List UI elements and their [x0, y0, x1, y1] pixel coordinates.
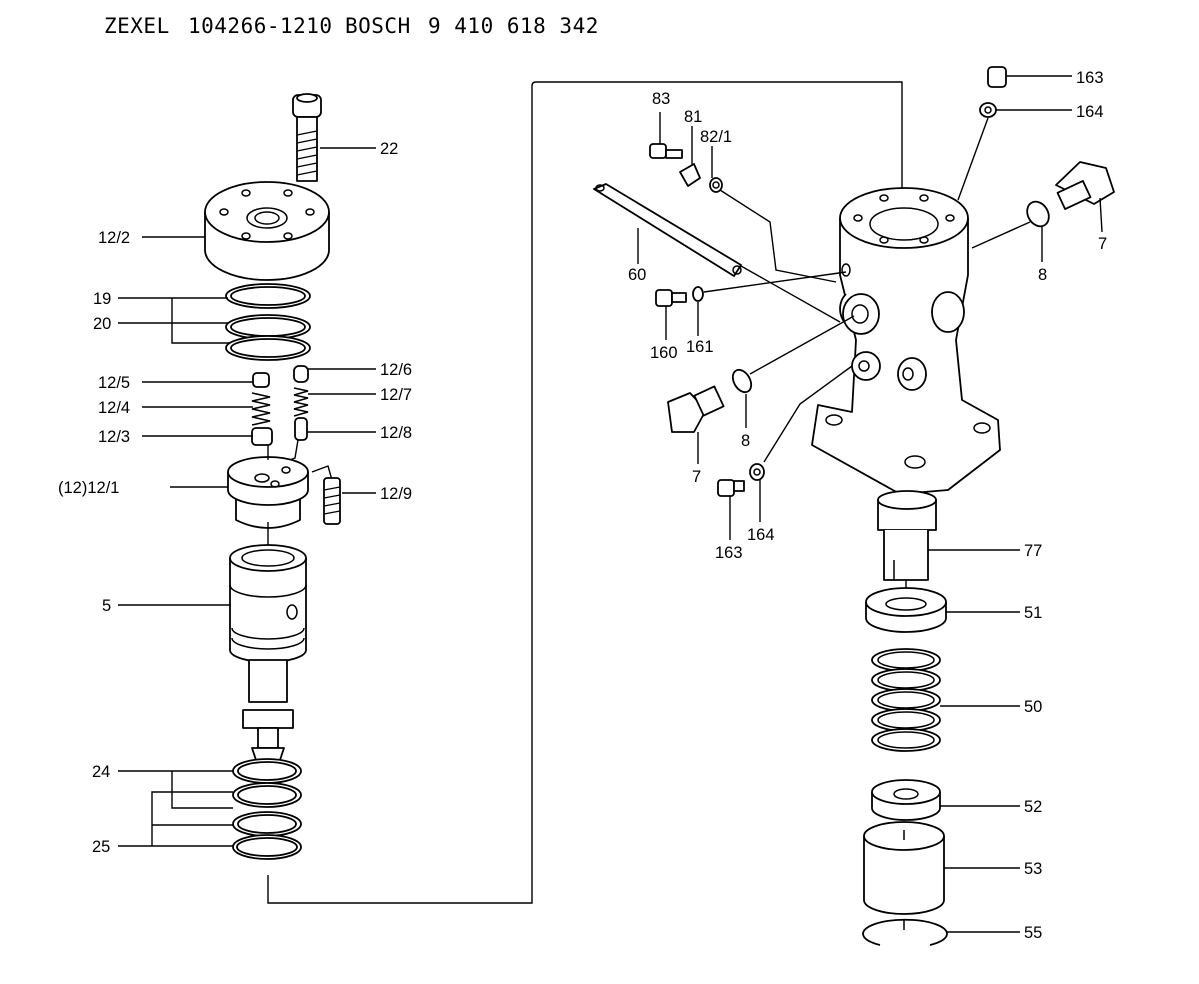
label-8-lower: 8: [741, 432, 750, 450]
assembly-connector-line: [267, 81, 903, 904]
part-12-5-valve-cap: [252, 372, 270, 388]
part-8-seal-upper: [1026, 200, 1050, 228]
part-12-3-valve-seat: [251, 427, 273, 446]
label-12-5: 12/5: [98, 374, 130, 392]
part-164-washer-upper: [979, 102, 997, 118]
leader-12-8-link: [289, 439, 299, 461]
label-20: 20: [93, 315, 111, 333]
label-12-3: 12/3: [98, 428, 130, 446]
part-12-2-flange: [204, 181, 330, 281]
label-77: 77: [1024, 542, 1042, 560]
header-zexel-number: 104266-1210: [188, 14, 333, 38]
label-60: 60: [628, 266, 646, 284]
label-161: 161: [686, 338, 714, 356]
label-12-4: 12/4: [98, 399, 130, 417]
pump-housing: [811, 187, 1001, 495]
label-12-2: 12/2: [98, 229, 130, 247]
label-19: 19: [93, 290, 111, 308]
part-82-1-washer: [709, 177, 723, 193]
label-52: 52: [1024, 798, 1042, 816]
part-7-plug-upper: [1055, 161, 1115, 210]
label-12-7: 12/7: [380, 386, 412, 404]
label-50: 50: [1024, 698, 1042, 716]
label-12-9: 12/9: [380, 485, 412, 503]
label-81: 81: [684, 108, 702, 126]
label-22: 22: [380, 140, 398, 158]
label-12-6: 12/6: [380, 361, 412, 379]
part-164-washer-lower: [749, 463, 765, 481]
part-24-25-rings: [232, 758, 302, 860]
label-25: 25: [92, 838, 110, 856]
part-163-screw-upper: [987, 66, 1007, 88]
label-164-upper: 164: [1076, 103, 1104, 121]
label-82-1: 82/1: [700, 128, 732, 146]
part-163-screw-lower: [717, 479, 745, 497]
part-5-pump-element: [229, 544, 307, 761]
part-12-8-pin: [294, 417, 308, 441]
label-12-8: 12/8: [380, 424, 412, 442]
left-leader-lines: [118, 147, 376, 847]
part-8-seal-lower: [731, 368, 753, 394]
part-12-9-screw: [323, 477, 341, 525]
part-160-screw: [655, 289, 687, 307]
label-8-upper: 8: [1038, 266, 1047, 284]
label-7-lower: 7: [692, 468, 701, 486]
part-19-20-rings: [225, 283, 311, 361]
label-7-upper: 7: [1098, 235, 1107, 253]
part-22-bolt: [292, 93, 322, 182]
label-83: 83: [652, 90, 670, 108]
label-164-lower: 164: [747, 526, 775, 544]
header-brand-zexel: ZEXEL: [104, 14, 170, 38]
part-51-spring-seat: [865, 587, 947, 633]
leader-12-9-link: [311, 465, 333, 481]
part-labels: 22 12/2 19 20 12/5 12/4 12/3 (12)12/1 12…: [58, 69, 1107, 942]
part-7-plug-lower: [667, 385, 725, 433]
label-163-lower: 163: [715, 544, 743, 562]
part-53-tappet: [863, 821, 945, 915]
label-160: 160: [650, 344, 678, 362]
label-24: 24: [92, 763, 110, 781]
label-12-1: (12)12/1: [58, 479, 119, 497]
label-53: 53: [1024, 860, 1042, 878]
label-163-upper: 163: [1076, 69, 1104, 87]
label-51: 51: [1024, 604, 1042, 622]
right-leader-lines: [637, 75, 1103, 933]
part-161-washer: [692, 286, 704, 302]
part-55-circlip: [862, 918, 948, 946]
part-83-screw: [649, 143, 683, 159]
header-bosch-number: 9 410 618 342: [428, 14, 599, 38]
header-brand-bosch: BOSCH: [345, 14, 411, 38]
part-12-6-cap: [293, 365, 309, 383]
part-50-plunger-spring: [871, 648, 941, 752]
part-12-7-spring: [293, 387, 309, 417]
part-12-4-spring: [251, 392, 271, 426]
part-77-control-sleeve: [877, 490, 937, 581]
part-81-clip: [679, 163, 701, 187]
part-60-rod: [593, 183, 742, 277]
label-55: 55: [1024, 924, 1042, 942]
part-12-1-valve-holder: [227, 456, 309, 529]
diagram-header: ZEXEL 104266-1210 BOSCH 9 410 618 342: [104, 14, 599, 38]
label-5: 5: [102, 597, 111, 615]
part-52-lower-spring-seat: [871, 779, 941, 821]
